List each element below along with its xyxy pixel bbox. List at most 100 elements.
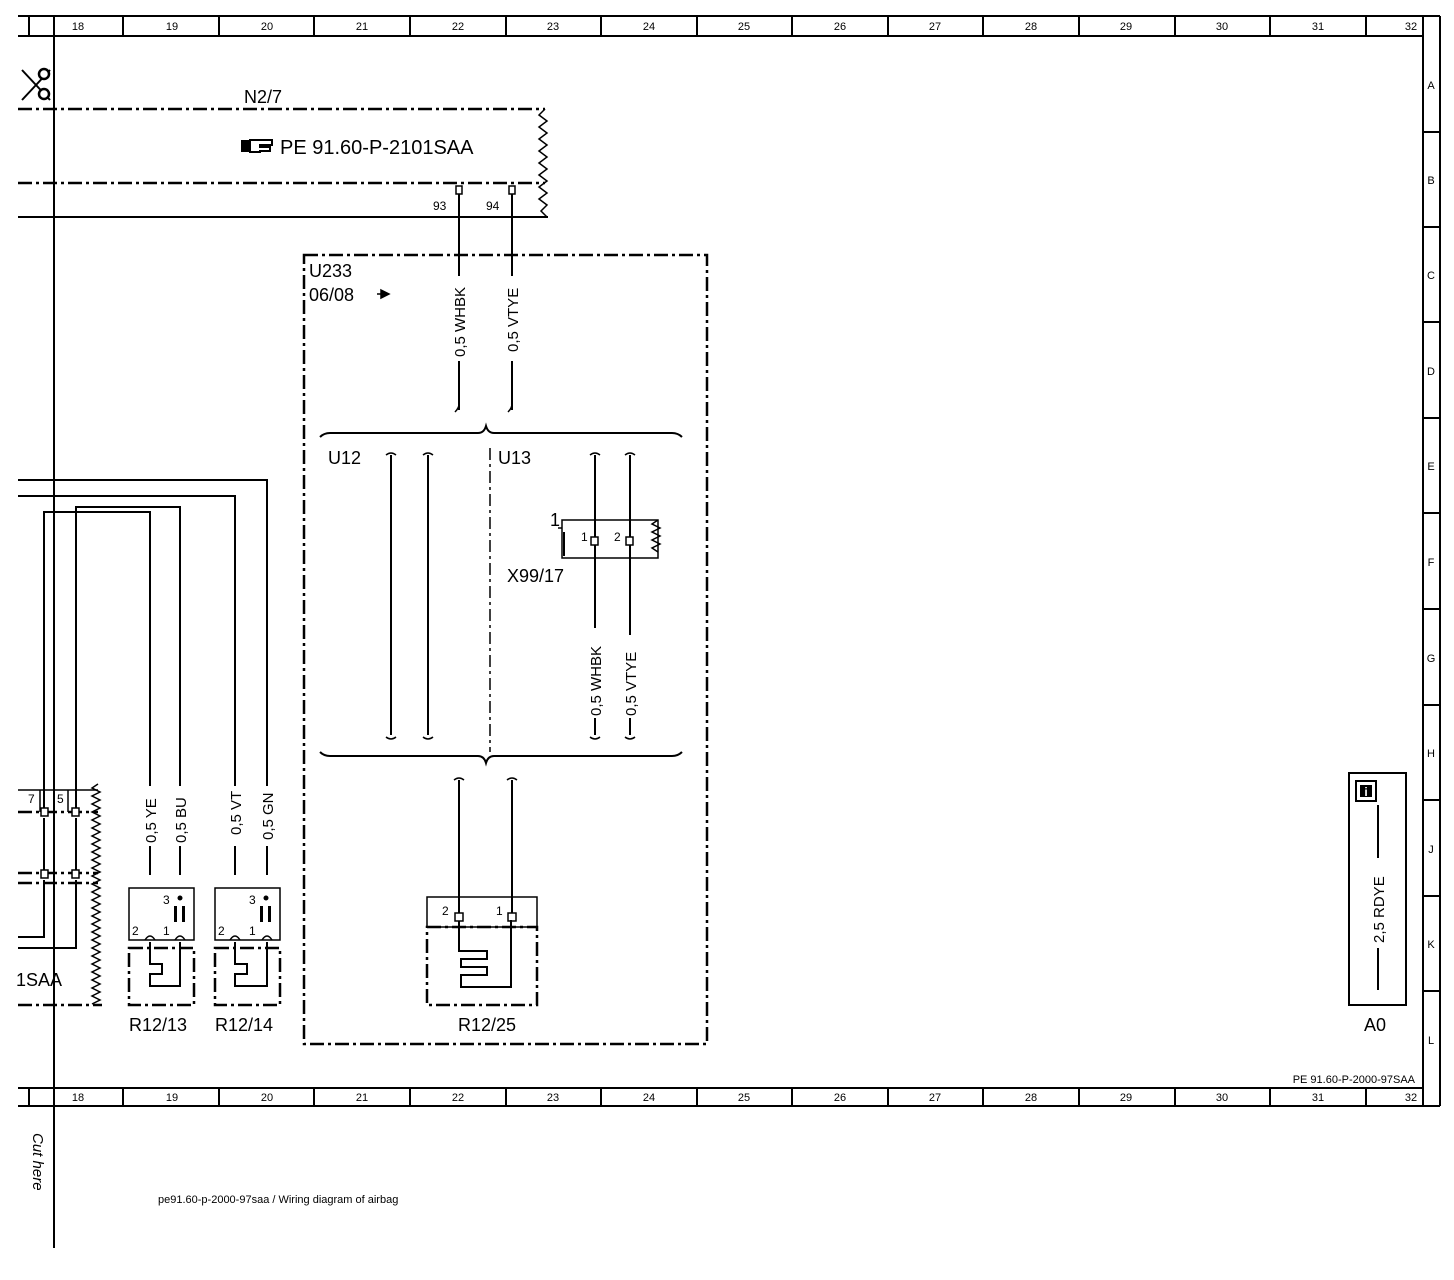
u233-date: 06/08 [309, 285, 354, 305]
wire-label-gn: 0,5 GN [260, 792, 277, 840]
col-label: 22 [452, 1092, 464, 1104]
wire-label-bu: 0,5 BU [173, 797, 190, 843]
col-label: 26 [834, 21, 846, 33]
row-label: J [1428, 844, 1434, 856]
n2-7-pin-94: 94 [486, 199, 500, 213]
col-label: 20 [261, 1092, 273, 1104]
x99-17-connector: 1 1 2 X99/17 [507, 510, 662, 586]
col-label: 21 [356, 1092, 368, 1104]
left-harness-lines [18, 479, 268, 949]
col-label: 21 [356, 21, 368, 33]
x99-17-label: X99/17 [507, 566, 564, 586]
r12-14-pin-1: 1 [249, 924, 256, 938]
r12-14-pin-3: 3 [249, 893, 256, 907]
r12-13-label: R12/13 [129, 1015, 187, 1035]
a0-label: A0 [1364, 1015, 1386, 1035]
diagram-caption: pe91.60-p-2000-97saa / Wiring diagram of… [158, 1194, 398, 1206]
wire-label-vtye-top: 0,5 VTYE [505, 288, 522, 352]
n2-7-reference: PE 91.60-P-2101SAA [280, 137, 474, 159]
cut-here-label: Cut here [29, 1133, 46, 1191]
left-connector-pin-7: 7 [28, 792, 35, 806]
col-label: 25 [738, 21, 750, 33]
n2-7-module: N2/7 PE 91.60-P-2101SAA 93 94 [18, 87, 549, 218]
u233-label: U233 [309, 261, 352, 281]
wire-label-vt: 0,5 VT [228, 791, 245, 835]
x99-17-top-pin: 1 [550, 510, 560, 530]
u233-harness: U233 06/08 0,5 WHBK 0,5 VTYE U12 U13 1 1… [302, 194, 709, 1046]
column-headers-bottom: 18 19 20 21 22 23 24 25 26 27 28 29 30 3… [72, 1092, 1417, 1104]
wire-label-vtye-x99: 0,5 VTYE [623, 652, 640, 716]
col-label: 19 [166, 21, 178, 33]
left-connector-reference: 1SAA [16, 970, 62, 990]
col-label: 32 [1405, 1092, 1417, 1104]
col-label: 31 [1312, 21, 1324, 33]
r12-25-component: 2 1 R12/25 [425, 896, 539, 1035]
col-label: 31 [1312, 1092, 1324, 1104]
wire-label-ye: 0,5 YE [143, 798, 160, 843]
row-label: L [1428, 1035, 1434, 1047]
row-label: D [1427, 366, 1435, 378]
left-connector: 7 5 1SAA [16, 783, 102, 1007]
x99-17-pin-2: 2 [614, 530, 621, 544]
col-label: 30 [1216, 1092, 1228, 1104]
info-icon: i [1355, 780, 1377, 802]
col-label: 19 [166, 1092, 178, 1104]
col-label: 30 [1216, 21, 1228, 33]
col-label: 29 [1120, 1092, 1132, 1104]
row-label: C [1427, 270, 1435, 282]
x99-17-pin-1: 1 [581, 530, 588, 544]
col-label: 20 [261, 21, 273, 33]
column-headers-top: 18 19 20 21 22 23 24 25 26 27 28 29 30 3… [72, 21, 1417, 33]
col-label: 28 [1025, 21, 1037, 33]
a0-wire-label: 2,5 RDYE [1371, 876, 1388, 943]
row-label: G [1427, 653, 1436, 665]
wire-label-whbk-top: 0,5 WHBK [452, 287, 469, 357]
row-label: H [1427, 748, 1435, 760]
col-label: 26 [834, 1092, 846, 1104]
col-label: 24 [643, 1092, 655, 1104]
col-label: 22 [452, 21, 464, 33]
r12-25-label: R12/25 [458, 1015, 516, 1035]
r12-25-pin-1: 1 [496, 904, 503, 918]
col-label: 27 [929, 21, 941, 33]
row-label: K [1427, 939, 1435, 951]
r12-14-pin-2: 2 [218, 924, 225, 938]
row-label: F [1428, 557, 1435, 569]
r12-14-wire-labels: 0,5 VT 0,5 GN [226, 786, 277, 846]
row-labels: A B C D E F G H J K L [1427, 80, 1436, 1047]
r12-13-pin-3: 3 [163, 893, 170, 907]
scissors-icon [21, 67, 51, 101]
row-label: E [1427, 461, 1434, 473]
wire-label-whbk-x99: 0,5 WHBK [588, 646, 605, 716]
col-label: 28 [1025, 1092, 1037, 1104]
r12-14-component: 2 1 3 [213, 887, 282, 1007]
u12-label: U12 [328, 448, 361, 468]
col-label: 18 [72, 21, 84, 33]
r12-25-pin-2: 2 [442, 904, 449, 918]
col-label: 18 [72, 1092, 84, 1104]
col-label: 25 [738, 1092, 750, 1104]
u13-label: U13 [498, 448, 531, 468]
col-label: 23 [547, 1092, 559, 1104]
row-label: B [1427, 175, 1434, 187]
a0-component: i 2,5 RDYE A0 [1348, 772, 1407, 1035]
n2-7-pin-93: 93 [433, 199, 447, 213]
pointing-hand-icon [241, 139, 273, 153]
sheet-frame [18, 15, 1441, 1248]
col-label: 29 [1120, 21, 1132, 33]
r12-13-pin-1: 1 [163, 924, 170, 938]
r12-13-pin-2: 2 [132, 924, 139, 938]
sheet-reference: PE 91.60-P-2000-97SAA [1293, 1074, 1416, 1086]
info-glyph: i [1364, 785, 1367, 799]
col-label: 27 [929, 1092, 941, 1104]
row-label: A [1427, 80, 1435, 92]
n2-7-label: N2/7 [244, 87, 282, 107]
left-connector-pin-5: 5 [57, 792, 64, 806]
r12-14-label: R12/14 [215, 1015, 273, 1035]
r12-13-component: 2 1 3 [127, 887, 196, 1007]
col-label: 24 [643, 21, 655, 33]
col-label: 23 [547, 21, 559, 33]
r12-13-wire-labels: 0,5 YE 0,5 BU [141, 786, 190, 846]
col-label: 32 [1405, 21, 1417, 33]
